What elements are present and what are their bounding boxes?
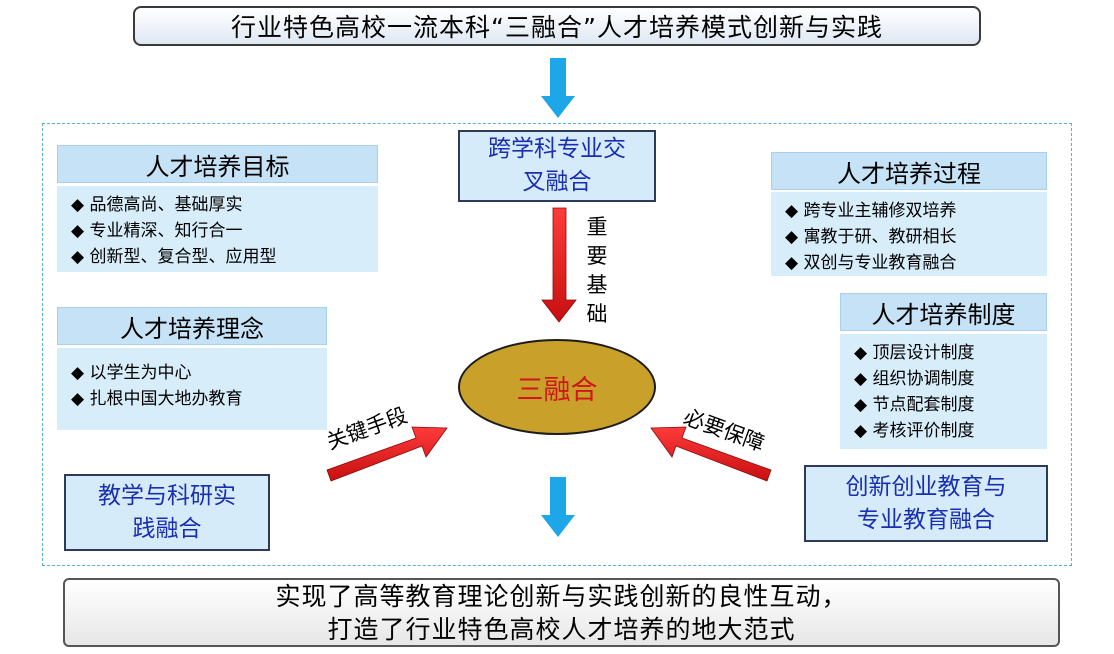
system-item: ◆ 节点配套制度: [854, 395, 975, 415]
process-header: 人才培养过程: [771, 152, 1047, 190]
conclusion-box: 实现了高等教育理论创新与实践创新的良性互动， 打造了行业特色高校人才培养的地大范…: [63, 578, 1060, 647]
innovation-education-box: 创新创业教育与 专业教育融合: [804, 465, 1048, 542]
red-arrow-left: [326, 426, 448, 482]
system-item: ◆ 组织协调制度: [854, 369, 975, 389]
concept-item: ◆ 以学生为中心: [71, 363, 192, 383]
top-arrow-label: 重要基础: [586, 215, 608, 326]
teaching-research-box: 教学与科研实 践融合: [64, 474, 270, 551]
concept-list: ◆ 以学生为中心 ◆ 扎根中国大地办教育: [57, 348, 327, 430]
system-item: ◆ 顶层设计制度: [854, 343, 975, 363]
red-arrow-right: [650, 426, 772, 482]
main-frame: [42, 123, 1072, 566]
process-item: ◆ 跨专业主辅修双培养: [785, 201, 957, 221]
process-list: ◆ 跨专业主辅修双培养 ◆ 寓教于研、教研相长 ◆ 双创与专业教育融合: [771, 192, 1047, 276]
cross-discipline-line1: 跨学科专业交: [488, 136, 626, 162]
process-item: ◆ 双创与专业教育融合: [785, 253, 957, 273]
concept-header: 人才培养理念: [57, 307, 327, 345]
goal-item: ◆ 创新型、复合型、应用型: [71, 247, 277, 267]
blue-arrow-bottom: [541, 477, 575, 537]
diagram-title: 行业特色高校一流本科“三融合”人才培养模式创新与实践: [133, 6, 981, 46]
concept-item: ◆ 扎根中国大地办教育: [71, 389, 243, 409]
cross-discipline-box: 跨学科专业交 叉融合: [458, 130, 656, 202]
process-item: ◆ 寓教于研、教研相长: [785, 227, 957, 247]
system-header: 人才培养制度: [840, 293, 1047, 331]
goal-item: ◆ 品德高尚、基础厚实: [71, 195, 243, 215]
innovation-education-line1: 创新创业教育与: [845, 473, 1007, 500]
goal-header: 人才培养目标: [57, 145, 378, 183]
conclusion-line2: 打造了行业特色高校人才培养的地大范式: [327, 614, 796, 644]
system-item: ◆ 考核评价制度: [854, 421, 975, 441]
goal-item: ◆ 专业精深、知行合一: [71, 221, 243, 241]
goal-list: ◆ 品德高尚、基础厚实 ◆ 专业精深、知行合一 ◆ 创新型、复合型、应用型: [57, 186, 378, 272]
teaching-research-line1: 教学与科研实: [98, 482, 236, 509]
center-ellipse: 三融合: [458, 339, 656, 435]
blue-arrow-top: [541, 58, 575, 118]
center-label: 三融合: [516, 374, 598, 406]
system-list: ◆ 顶层设计制度 ◆ 组织协调制度 ◆ 节点配套制度 ◆ 考核评价制度: [840, 334, 1047, 449]
innovation-education-line2: 专业教育融合: [857, 506, 995, 533]
cross-discipline-line2: 叉融合: [522, 169, 592, 195]
conclusion-line1: 实现了高等教育理论创新与实践创新的良性互动，: [275, 581, 848, 611]
teaching-research-line2: 践融合: [132, 515, 202, 542]
red-arrow-top: [541, 207, 577, 323]
